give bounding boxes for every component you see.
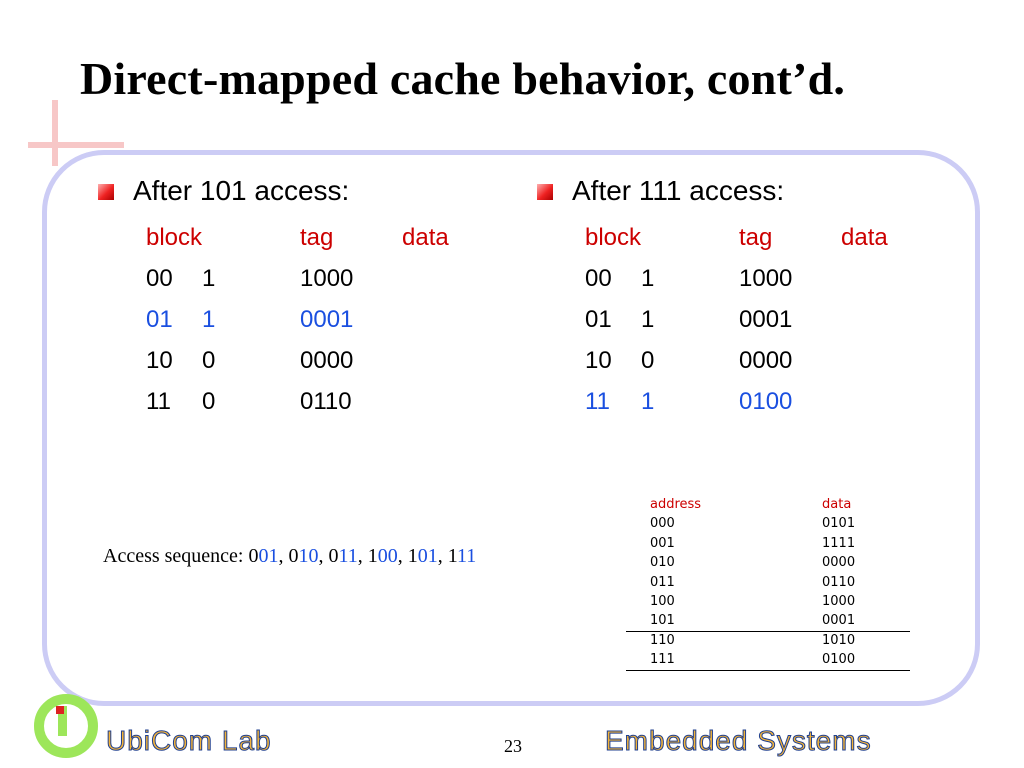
cache-valid-bit: 1 xyxy=(641,265,655,292)
memory-row: 111 0100 xyxy=(626,651,910,670)
ubicom-logo-icon xyxy=(34,694,98,758)
cache-tag-value: 0000 xyxy=(739,347,793,374)
memory-address: 100 xyxy=(650,593,675,609)
memory-row: 110 1010 xyxy=(626,632,910,651)
access-item: 010, xyxy=(289,545,329,567)
table-header-data: data xyxy=(841,224,888,251)
access-item-tag: 1 xyxy=(447,545,458,567)
access-item-index: 11 xyxy=(338,545,358,567)
right-heading: After 111 access: xyxy=(572,175,785,206)
memory-row: 101 0001 xyxy=(626,612,910,631)
access-item-separator: , xyxy=(357,545,368,567)
cache-valid-bit: 1 xyxy=(202,306,216,333)
cache-tag-value: 0100 xyxy=(739,388,793,415)
memory-row: 011 0110 xyxy=(626,574,910,593)
access-item-index: 01 xyxy=(417,545,438,567)
memory-divider xyxy=(626,631,910,632)
access-item-index: 00 xyxy=(377,545,398,567)
cache-tag-value: 0001 xyxy=(739,306,793,333)
left-heading: After 101 access: xyxy=(133,175,350,206)
access-item-separator: , xyxy=(397,545,408,567)
memory-data: 0100 xyxy=(822,652,856,668)
cache-tag-value: 0000 xyxy=(300,347,354,374)
decorative-cross-horizontal xyxy=(28,142,124,148)
memory-header-data: data xyxy=(822,497,852,512)
access-item-tag: 0 xyxy=(248,545,259,567)
slide-title: Direct-mapped cache behavior, cont’d. xyxy=(80,53,846,104)
access-item: 100, xyxy=(368,545,408,567)
decorative-cross-vertical xyxy=(52,100,58,166)
memory-row: 010 0000 xyxy=(626,554,910,573)
memory-address: 111 xyxy=(650,652,675,668)
cache-valid-bit: 0 xyxy=(202,347,216,374)
cache-tag-value: 1000 xyxy=(739,265,793,292)
cache-valid-bit: 1 xyxy=(641,306,655,333)
table-header-tag: tag xyxy=(300,224,334,251)
cache-tag-value: 0110 xyxy=(300,388,352,415)
access-item: 111 xyxy=(448,545,477,567)
memory-row: 100 1000 xyxy=(626,593,910,612)
access-item-tag: 0 xyxy=(328,545,339,567)
memory-header-row: address data xyxy=(626,496,910,515)
content-frame xyxy=(42,150,980,706)
cache-block-index: 10 xyxy=(585,347,612,374)
access-item: 001, xyxy=(249,545,289,567)
cache-block-index: 10 xyxy=(146,347,173,374)
cache-valid-bit: 1 xyxy=(202,265,216,292)
cache-block-index: 00 xyxy=(146,265,173,292)
cache-tag-value: 1000 xyxy=(300,265,354,292)
memory-data: 1010 xyxy=(822,632,856,648)
page-number: 23 xyxy=(504,736,522,756)
access-item-index: 01 xyxy=(258,545,279,567)
cache-block-index: 00 xyxy=(585,265,612,292)
access-item: 011, xyxy=(329,545,368,567)
access-item-separator: , xyxy=(318,545,329,567)
access-item-tag: 1 xyxy=(407,545,418,567)
bullet-icon xyxy=(537,184,553,200)
access-item-separator: , xyxy=(437,545,448,567)
memory-header-address: address xyxy=(650,497,702,512)
memory-data: 0110 xyxy=(822,574,856,590)
memory-address: 000 xyxy=(650,516,675,532)
access-item-tag: 1 xyxy=(367,545,378,567)
memory-address: 010 xyxy=(650,555,675,571)
cache-valid-bit: 1 xyxy=(641,388,655,415)
memory-data: 0000 xyxy=(822,555,856,571)
memory-address: 110 xyxy=(650,632,675,648)
memory-row: 000 0101 xyxy=(626,515,910,534)
access-item-separator: , xyxy=(278,545,289,567)
memory-address: 011 xyxy=(650,574,675,590)
ubicom-logo-mark xyxy=(56,706,64,714)
table-header-tag: tag xyxy=(739,224,773,251)
table-header-block: block xyxy=(585,224,642,251)
cache-valid-bit: 0 xyxy=(641,347,655,374)
access-item-index: 10 xyxy=(298,545,319,567)
cache-block-index: 01 xyxy=(146,306,173,333)
memory-data: 1000 xyxy=(822,593,856,609)
memory-row: 001 1111 xyxy=(626,535,910,554)
footer-course-name: Embedded Systems xyxy=(605,725,872,757)
footer-lab-name: UbiCom Lab xyxy=(106,725,272,757)
cache-block-index: 11 xyxy=(146,388,171,415)
bullet-icon xyxy=(98,184,114,200)
memory-data: 0101 xyxy=(822,516,856,532)
cache-block-index: 11 xyxy=(585,388,610,415)
cache-valid-bit: 0 xyxy=(202,388,216,415)
memory-bottom-border xyxy=(626,670,910,671)
access-sequence-label: Access sequence: xyxy=(103,545,249,567)
memory-data: 0001 xyxy=(822,613,856,629)
access-item-tag: 0 xyxy=(288,545,299,567)
cache-block-index: 01 xyxy=(585,306,612,333)
memory-address: 001 xyxy=(650,535,675,551)
access-sequence: Access sequence: 001, 010, 011, 100, 101… xyxy=(103,545,476,568)
table-header-data: data xyxy=(402,224,449,251)
table-header-block: block xyxy=(146,224,203,251)
access-item-index: 11 xyxy=(457,545,477,567)
cache-tag-value: 0001 xyxy=(300,306,354,333)
memory-address: 101 xyxy=(650,613,675,629)
ubicom-logo-bar xyxy=(58,706,67,736)
memory-data: 1111 xyxy=(822,535,856,551)
access-item: 101, xyxy=(408,545,448,567)
